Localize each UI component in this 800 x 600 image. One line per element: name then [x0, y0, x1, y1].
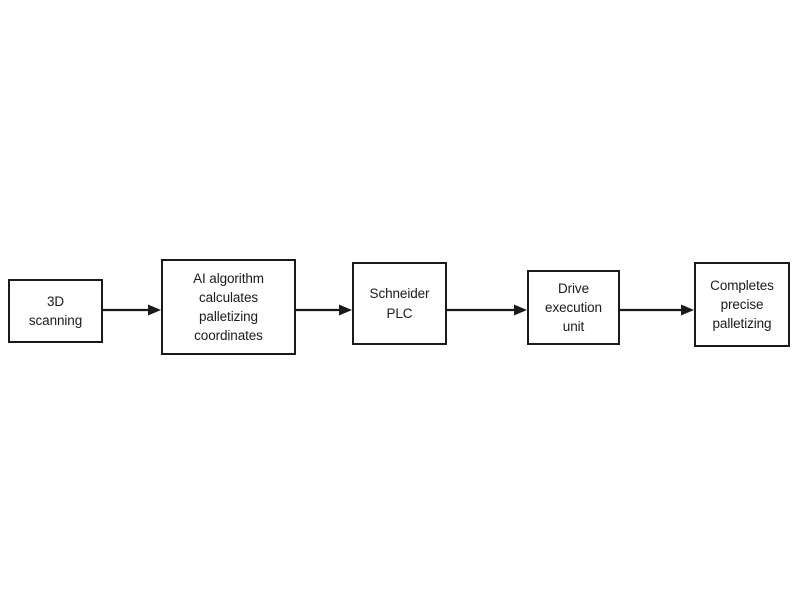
node-label: 3D scanning	[28, 293, 83, 328]
flow-arrow-icon	[447, 303, 527, 317]
flow-arrow-icon	[103, 303, 161, 317]
node-label: Completes precise palletizing	[710, 277, 774, 332]
node-label: AI algorithm calculates palletizing coor…	[193, 270, 264, 344]
node-label: Drive execution unit	[545, 280, 602, 335]
process-node-3d-scanning[interactable]: 3D scanning	[8, 279, 103, 343]
flow-arrow-icon	[296, 303, 352, 317]
flow-arrow-icon	[620, 303, 694, 317]
process-node-drive-execution-unit[interactable]: Drive execution unit	[527, 270, 620, 345]
process-node-ai-algorithm[interactable]: AI algorithm calculates palletizing coor…	[161, 259, 296, 355]
process-node-schneider-plc[interactable]: Schneider PLC	[352, 262, 447, 345]
node-label: Schneider PLC	[369, 286, 430, 321]
process-node-completes-precise-palletizing[interactable]: Completes precise palletizing	[694, 262, 790, 347]
